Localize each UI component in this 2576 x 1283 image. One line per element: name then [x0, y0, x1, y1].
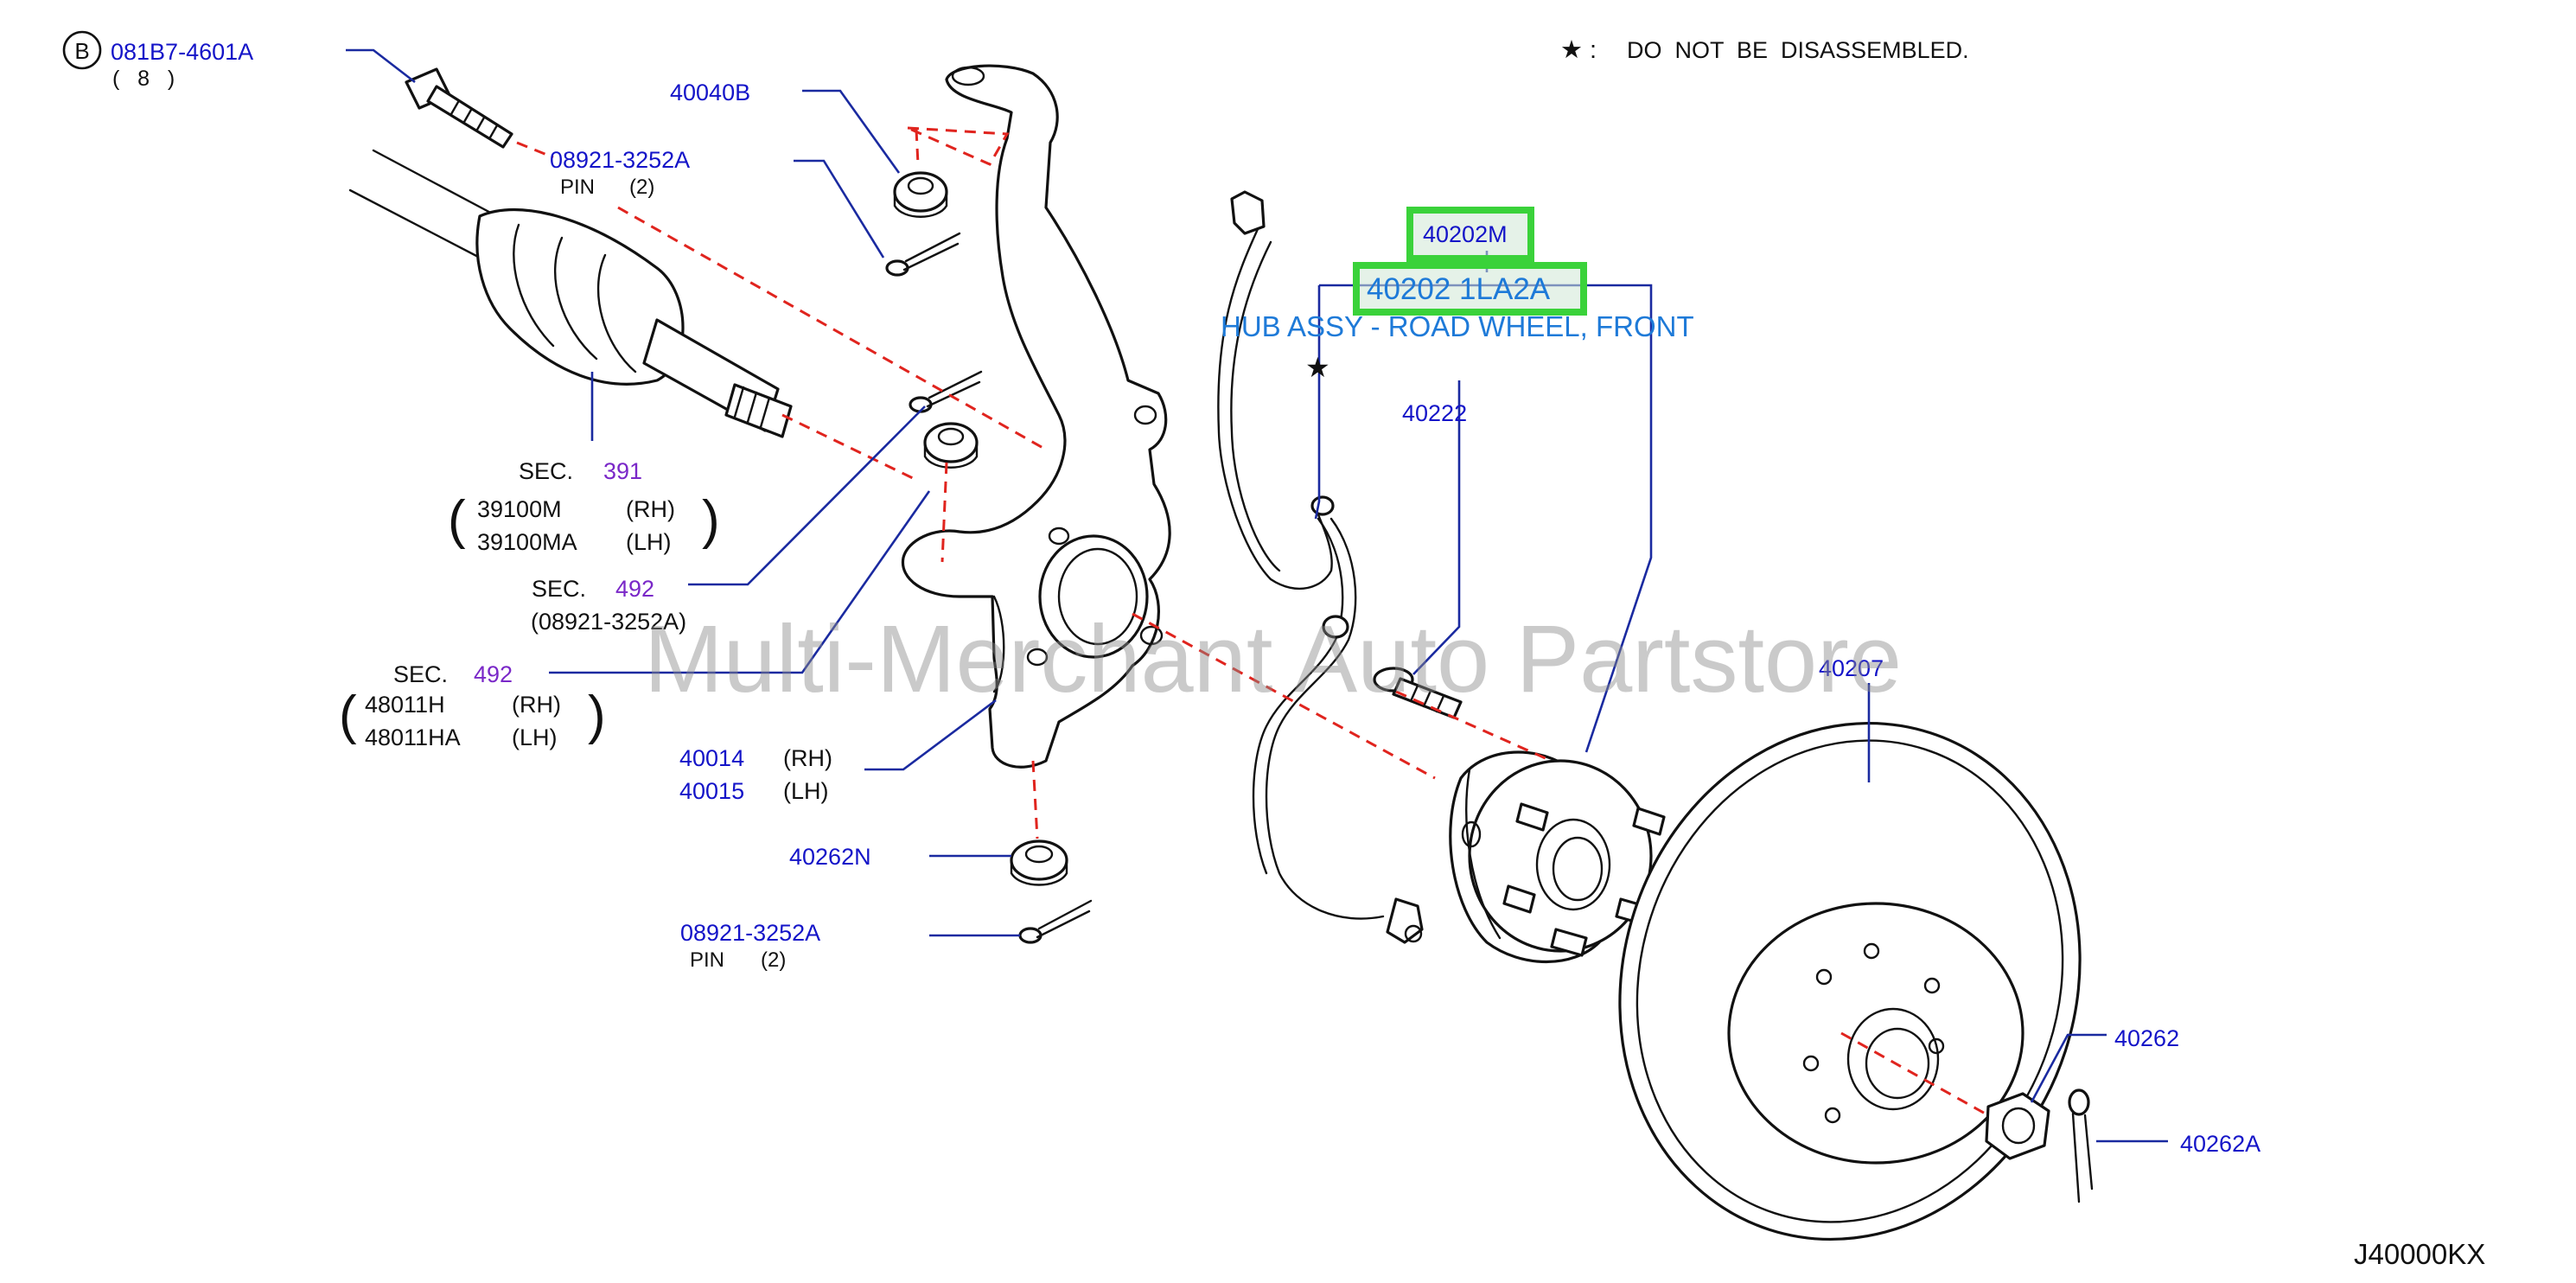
hub-assembly-illustration — [1449, 750, 1666, 963]
sec-492-lh: (LH) — [512, 724, 558, 750]
sec-492-sub-a: (08921-3252A) — [531, 609, 686, 635]
steering-knuckle-illustration — [901, 64, 1171, 769]
sec-492-paren-open: ( — [339, 686, 357, 745]
pin-mid-illustration — [909, 370, 983, 413]
sec-391-paren-open: ( — [448, 490, 466, 550]
knuckle-lh: (LH) — [783, 778, 829, 804]
part-link-40207[interactable]: 40207 — [1819, 655, 1884, 681]
part-link-40262n[interactable]: 40262N — [789, 844, 871, 870]
wheel-stud-illustration — [1373, 667, 1463, 719]
nut-40040b-illustration — [893, 171, 948, 218]
diagram-code: J40000KX — [2354, 1238, 2485, 1270]
note-star-prefix: ★ : — [1560, 36, 1597, 64]
sec-492-label-b: SEC. — [393, 661, 448, 687]
b-circle-letter: B — [74, 38, 89, 64]
nut-40262n-illustration — [1010, 839, 1068, 886]
knuckle-rh: (RH) — [783, 745, 832, 771]
sec-391-link[interactable]: 391 — [603, 458, 642, 484]
hub-assy-name: HUB ASSY - ROAD WHEEL, FRONT — [1221, 310, 1694, 342]
part-link-40262[interactable]: 40262 — [2114, 1025, 2179, 1051]
pin-top-label: PIN — [560, 176, 595, 199]
sec-492-rh: (RH) — [512, 692, 561, 718]
sec-492-lh-part: 48011HA — [365, 724, 461, 750]
brake-rotor-illustration — [1618, 721, 2082, 1242]
part-link-40262a[interactable]: 40262A — [2180, 1131, 2260, 1157]
part-link-402021la2a[interactable]: 40202 1LA2A — [1367, 272, 1551, 306]
pin-top-illustration — [885, 232, 961, 277]
sec-492-link-b[interactable]: 492 — [474, 661, 513, 687]
part-link-081b7-4601a[interactable]: 081B7-4601A — [111, 39, 253, 65]
part-link-08921-3252a-top[interactable]: 08921-3252A — [550, 147, 690, 173]
sec-391-rh: (RH) — [626, 496, 675, 522]
part-link-40040b[interactable]: 40040B — [670, 80, 750, 105]
sec-391-lh-part: 39100MA — [477, 529, 577, 555]
highlight-box-402021la2a — [1353, 262, 1587, 316]
sec-391-lh: (LH) — [626, 529, 672, 555]
part-link-40202m[interactable]: 40202M — [1423, 221, 1508, 247]
sec-492-link-a[interactable]: 492 — [615, 576, 654, 602]
sec-391-paren-close: ) — [702, 490, 720, 550]
bolt-qty: ( 8 ) — [112, 67, 175, 91]
sec-391-label: SEC. — [519, 458, 573, 484]
axle-nut-illustration — [1985, 1092, 2050, 1160]
nut-mid-illustration — [923, 422, 979, 469]
sec-492-label-a: SEC. — [532, 576, 586, 602]
highlight-box-40202m — [1406, 207, 1534, 262]
sec-492-paren-close: ) — [588, 686, 606, 745]
star-icon: ★ — [1305, 352, 1330, 383]
pin-bottom-label: PIN — [690, 948, 724, 972]
part-link-08921-3252a-bottom[interactable]: 08921-3252A — [680, 920, 820, 946]
sec-391-rh-part: 39100M — [477, 496, 562, 522]
drive-shaft-illustration — [348, 149, 793, 438]
bolt-illustration — [405, 67, 513, 149]
b-circle-icon — [62, 30, 102, 70]
cotter-pin-illustration — [2068, 1088, 2094, 1203]
part-link-40222[interactable]: 40222 — [1402, 400, 1467, 426]
watermark: Multi-Merchant Auto Partstore — [644, 606, 1902, 712]
pin-bottom-illustration — [1018, 899, 1093, 944]
assembly-lines — [516, 126, 1989, 1117]
sec-492-rh-part: 48011H — [365, 692, 445, 718]
note-text: DO NOT BE DISASSEMBLED. — [1627, 37, 1969, 63]
pin-bottom-qty: (2) — [761, 948, 786, 972]
part-link-40014[interactable]: 40014 — [679, 745, 744, 771]
part-link-40015[interactable]: 40015 — [679, 778, 744, 804]
pin-top-qty: (2) — [629, 176, 654, 199]
